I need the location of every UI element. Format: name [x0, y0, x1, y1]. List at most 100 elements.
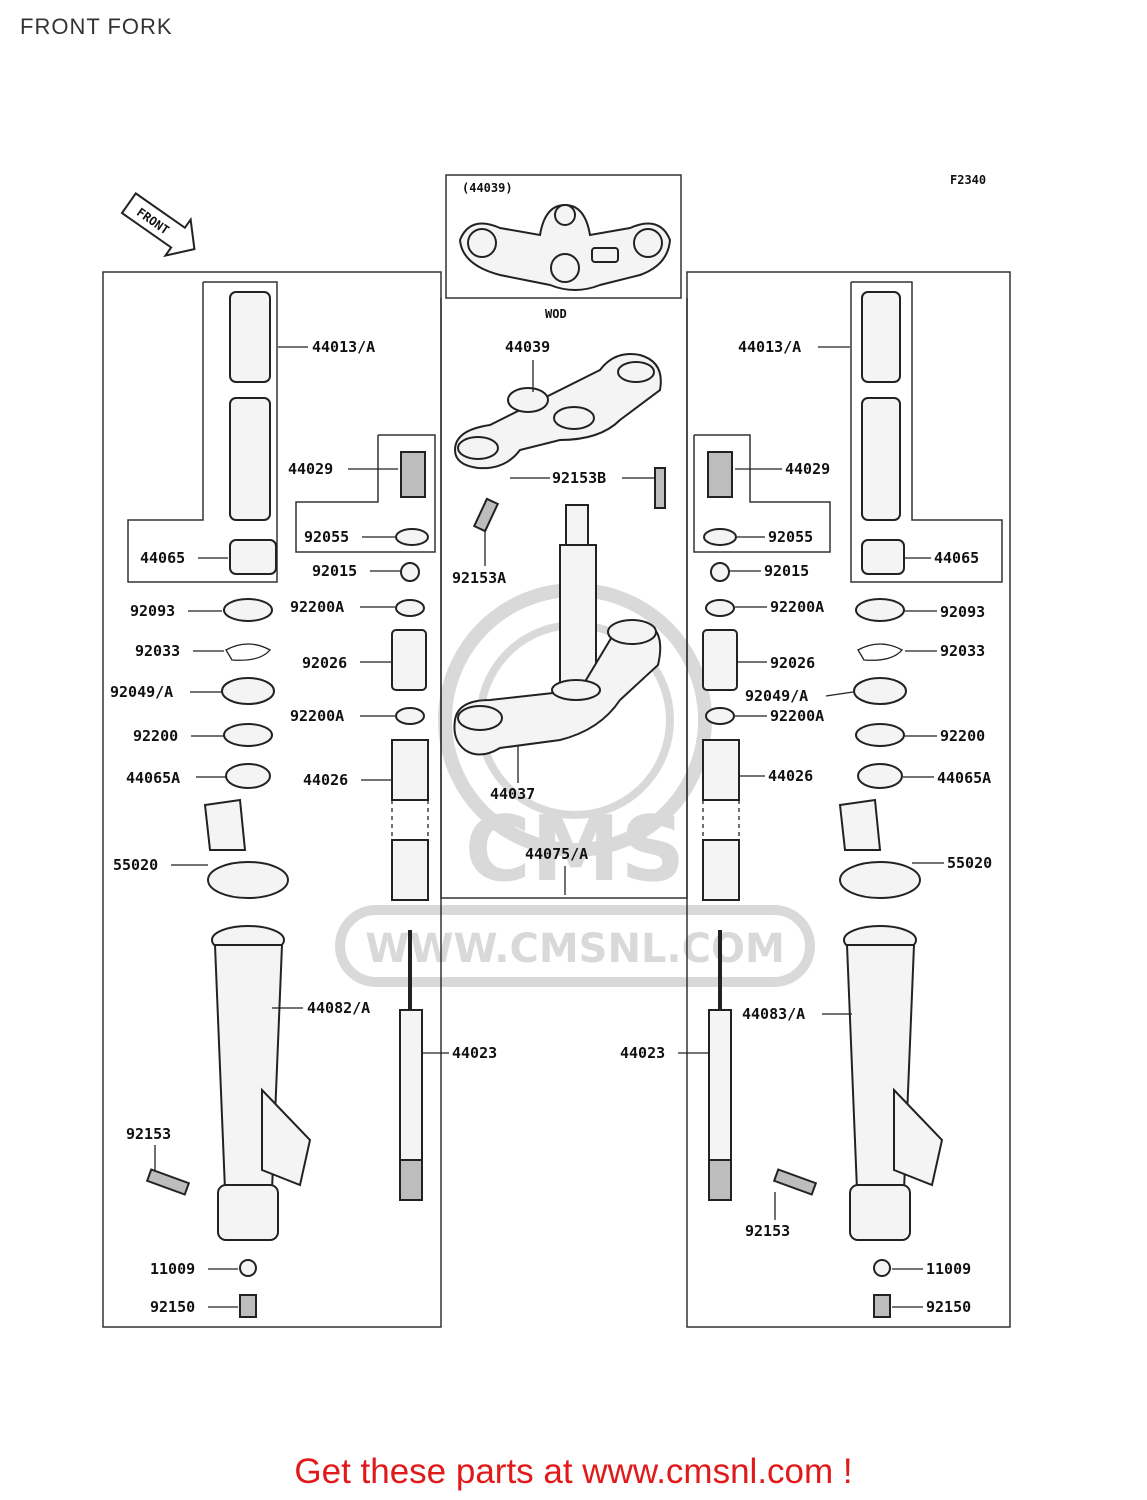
cta-link[interactable]: Get these parts at www.cmsnl.com !	[294, 1452, 853, 1491]
steering-stem	[453, 504, 662, 756]
right-label-92153: 92153	[745, 1222, 790, 1240]
right-label-92200a-2: 92200A	[770, 707, 824, 725]
right-nut-92015	[710, 562, 730, 582]
right-cap-subbox	[693, 434, 831, 553]
left-label-92150: 92150	[150, 1298, 195, 1316]
left-damper-rod-44023	[399, 930, 423, 1201]
left-bushing-44065a	[225, 763, 271, 789]
label-92153b: 92153B	[552, 469, 606, 487]
right-seal-92049a	[853, 677, 907, 705]
left-clip-92033	[225, 643, 272, 661]
right-label-44013a: 44013/A	[738, 338, 801, 356]
left-label-44065: 44065	[140, 549, 185, 567]
right-label-92055: 92055	[768, 528, 813, 546]
left-label-44065a: 44065A	[126, 769, 180, 787]
right-seal-92093	[855, 598, 905, 622]
left-bushing-44065	[229, 539, 277, 575]
inset-caption: WOD	[545, 307, 567, 321]
left-label-44023: 44023	[452, 1044, 497, 1062]
left-label-44026: 44026	[303, 771, 348, 789]
bolt-92153b-icon	[654, 467, 666, 509]
watermark-url: WWW.CMSNL.COM	[365, 926, 785, 972]
right-label-55020: 55020	[947, 854, 992, 872]
left-label-55020: 55020	[113, 856, 158, 874]
left-label-92153: 92153	[126, 1125, 171, 1143]
right-label-92200a: 92200A	[770, 598, 824, 616]
right-fork-cap	[707, 451, 733, 498]
left-oring-92055	[395, 528, 429, 546]
left-label-11009: 11009	[150, 1260, 195, 1278]
watermark-logo: CMS	[465, 797, 685, 902]
left-label-92200a-2: 92200A	[290, 707, 344, 725]
right-bolt-92153	[772, 1168, 818, 1196]
left-label-44013a: 44013/A	[312, 338, 375, 356]
bolt-92153a-icon	[472, 497, 500, 533]
right-outer-tube-44083a	[843, 925, 944, 1241]
center-box	[440, 298, 688, 899]
right-bushing-44065	[861, 539, 905, 575]
left-fork-cap	[400, 451, 426, 498]
label-44075a: 44075/A	[525, 845, 588, 863]
right-label-44065: 44065	[934, 549, 979, 567]
left-outer-tube-44082a	[211, 925, 312, 1241]
left-label-92200: 92200	[133, 727, 178, 745]
right-collar-92026	[702, 629, 738, 691]
right-label-92200: 92200	[940, 727, 985, 745]
figure-code: F2340	[950, 173, 986, 187]
right-washer-92200a-2	[705, 707, 735, 725]
label-92153a: 92153A	[452, 569, 506, 587]
inset-top-bridge	[458, 203, 672, 291]
right-bolt-92150	[873, 1294, 891, 1318]
left-nut-92015	[400, 562, 420, 582]
right-fork-guard-55020	[838, 798, 921, 899]
right-label-44083a: 44083/A	[742, 1005, 805, 1023]
front-arrow-icon: FRONT	[120, 191, 196, 258]
right-washer-92200	[855, 723, 905, 747]
right-washer-11009	[873, 1259, 891, 1277]
front-fork-diagram: CMS WWW.CMSNL.COM F2340 FRONT (44039) WO…	[102, 173, 1011, 1328]
left-seal-92049a	[221, 677, 275, 705]
right-inner-tube	[861, 291, 901, 521]
right-washer-92200a	[705, 599, 735, 617]
left-fork-guard-55020	[203, 798, 289, 899]
left-label-44029: 44029	[288, 460, 333, 478]
right-label-92015: 92015	[764, 562, 809, 580]
right-label-44026: 44026	[768, 767, 813, 785]
left-washer-92200a	[395, 599, 425, 617]
left-bolt-92150	[239, 1294, 257, 1318]
left-collar-92026	[391, 629, 427, 691]
left-seal-92093	[223, 598, 273, 622]
left-label-92049a: 92049/A	[110, 683, 173, 701]
left-washer-92200	[223, 723, 273, 747]
left-label-92033: 92033	[135, 642, 180, 660]
left-inner-tube	[229, 291, 271, 521]
right-damper-rod-44023	[708, 930, 732, 1201]
right-spring-44026	[702, 739, 740, 901]
right-oring-92055	[703, 528, 737, 546]
left-washer-11009	[239, 1259, 257, 1277]
right-label-11009: 11009	[926, 1260, 971, 1278]
left-tube-subbox	[127, 281, 278, 583]
top-bridge	[453, 353, 662, 470]
right-label-92049a: 92049/A	[745, 687, 808, 705]
left-washer-92200a-2	[395, 707, 425, 725]
label-44039: 44039	[505, 338, 550, 356]
left-label-92026: 92026	[302, 654, 347, 672]
right-label-92093: 92093	[940, 603, 985, 621]
right-label-92026: 92026	[770, 654, 815, 672]
left-cap-subbox	[295, 434, 436, 553]
right-clip-92033	[857, 643, 904, 661]
right-label-92033: 92033	[940, 642, 985, 660]
left-label-92055: 92055	[304, 528, 349, 546]
inset-label: (44039)	[462, 181, 513, 195]
right-tube-subbox	[850, 281, 1003, 583]
left-bolt-92153	[145, 1168, 191, 1196]
page-title: FRONT FORK	[20, 14, 173, 39]
right-bushing-44065a	[857, 763, 903, 789]
right-label-44023: 44023	[620, 1044, 665, 1062]
left-label-92093: 92093	[130, 602, 175, 620]
label-44037: 44037	[490, 785, 535, 803]
left-label-44082a: 44082/A	[307, 999, 370, 1017]
inset-box	[445, 174, 682, 299]
left-label-92200a: 92200A	[290, 598, 344, 616]
